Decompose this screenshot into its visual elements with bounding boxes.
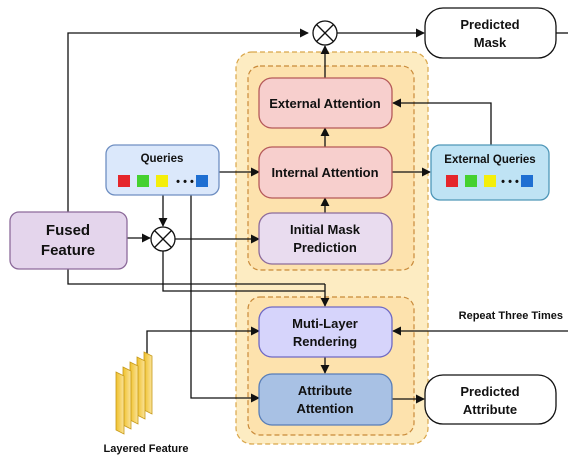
- query-square-blue: [196, 175, 208, 187]
- circled-times-icon: [150, 226, 176, 252]
- predicted-mask-label-2: Mask: [474, 35, 507, 50]
- internal-attention-node: Internal Attention: [258, 146, 393, 199]
- rendering-label-2: Rendering: [293, 334, 357, 349]
- attribute-attention-label-1: Attribute: [298, 383, 352, 398]
- external-queries-node: External Queries • • •: [430, 144, 550, 201]
- predicted-attribute-label-2: Attribute: [463, 402, 517, 417]
- predicted-mask-label-1: Predicted: [460, 17, 519, 32]
- external-attention-node: External Attention: [258, 77, 393, 129]
- circled-times-icon: [312, 20, 338, 46]
- queries-label: Queries: [141, 153, 184, 165]
- predicted-attribute-node: Predicted Attribute: [424, 374, 557, 425]
- predicted-attribute-label-1: Predicted: [460, 384, 519, 399]
- external-queries-label: External Queries: [444, 154, 535, 166]
- fused-feature-label-1: Fused: [46, 222, 90, 239]
- query-square-green: [137, 175, 149, 187]
- attribute-attention-label-2: Attention: [296, 401, 353, 416]
- ext-query-square-yellow: [484, 175, 496, 187]
- multi-layer-rendering-node: Muti-Layer Rendering: [258, 306, 393, 358]
- query-square-yellow: [156, 175, 168, 187]
- repeat-three-times-label: Repeat Three Times: [459, 310, 563, 322]
- fused-feature-label-2: Feature: [41, 242, 95, 259]
- ext-query-square-red: [446, 175, 458, 187]
- query-ellipsis: • • •: [176, 176, 194, 188]
- stacked-sheets-icon: [115, 351, 153, 435]
- initial-mask-label-1: Initial Mask: [290, 222, 361, 237]
- rendering-label-1: Muti-Layer: [292, 316, 358, 331]
- external-attention-label: External Attention: [269, 96, 381, 111]
- ext-query-square-green: [465, 175, 477, 187]
- initial-mask-label-2: Prediction: [293, 240, 357, 255]
- layered-feature-label: Layered Feature: [104, 443, 189, 455]
- ext-query-square-blue: [521, 175, 533, 187]
- predicted-mask-node: Predicted Mask: [424, 7, 557, 59]
- connectors: [67, 28, 568, 404]
- queries-node: Queries • • •: [105, 144, 220, 196]
- initial-mask-prediction-node: Initial Mask Prediction: [258, 212, 393, 265]
- internal-attention-label: Internal Attention: [271, 165, 378, 180]
- attribute-attention-node: Attribute Attention: [258, 373, 393, 426]
- fused-feature-node: Fused Feature: [9, 211, 128, 270]
- ext-query-ellipsis: • • •: [501, 176, 519, 188]
- query-square-red: [118, 175, 130, 187]
